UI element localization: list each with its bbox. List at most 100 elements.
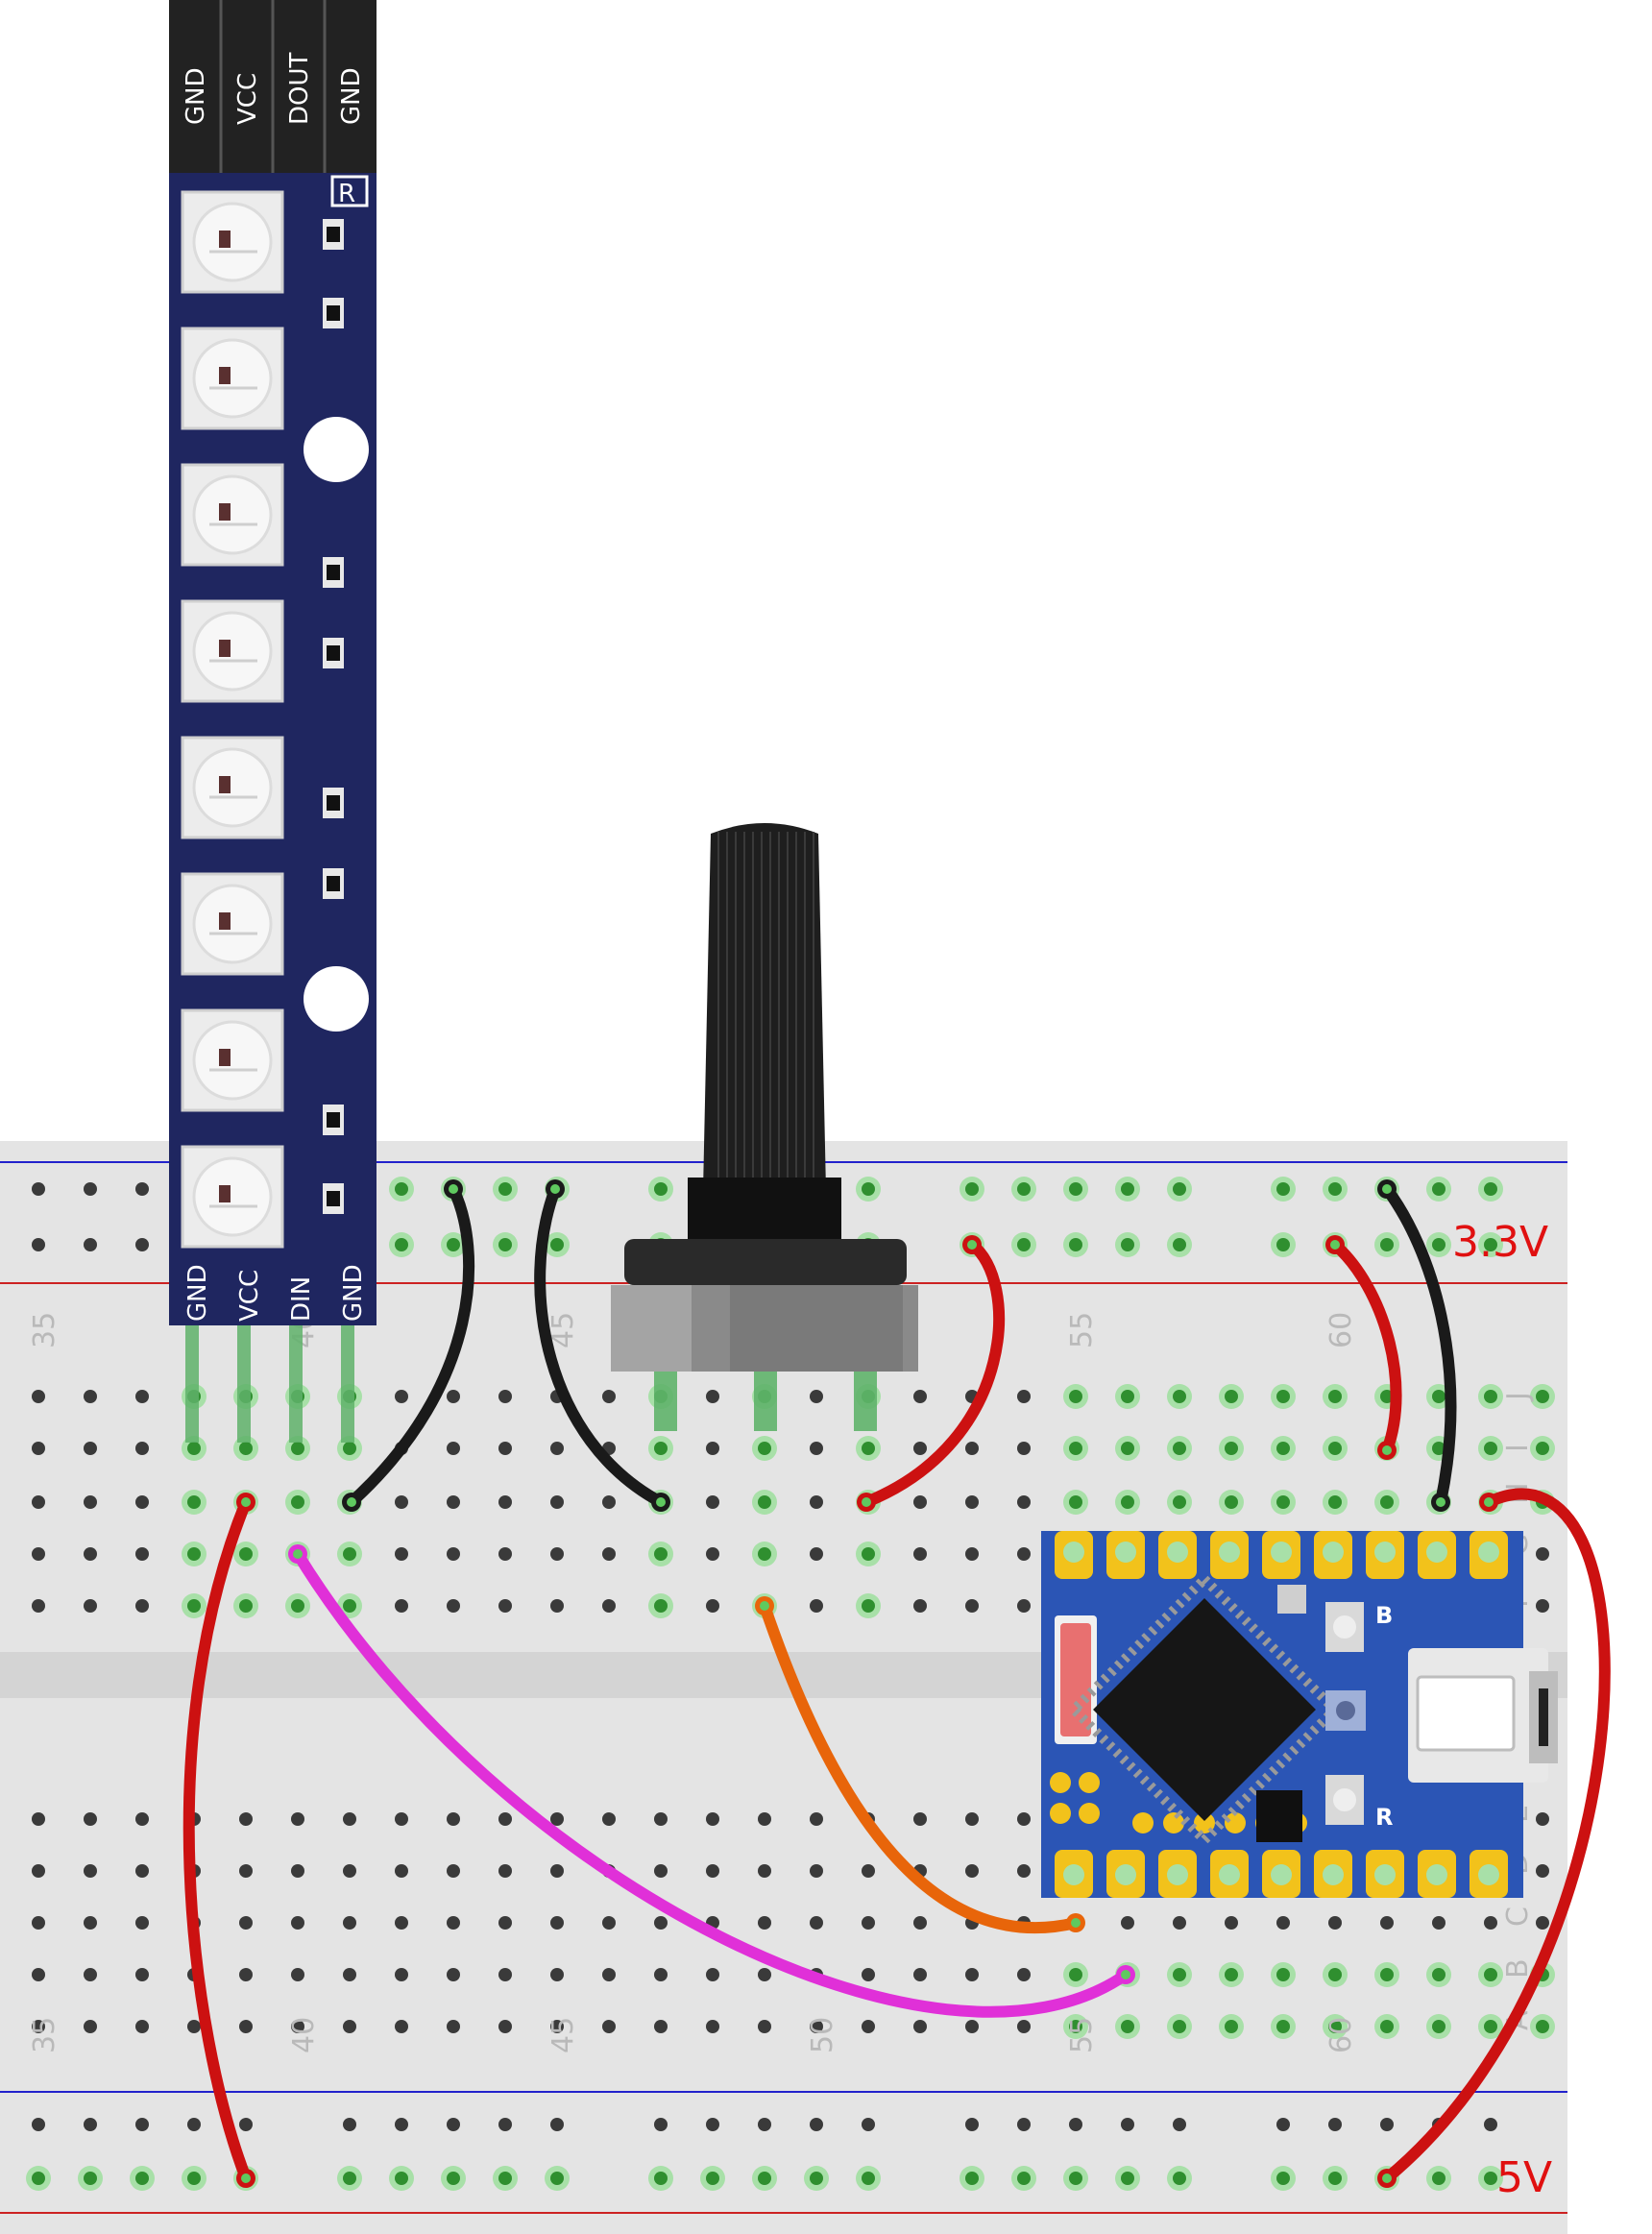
mcu-chip-leads <box>1067 1572 1342 1847</box>
breadboard-hole <box>32 1390 45 1403</box>
led-die <box>219 367 231 384</box>
rail-hole <box>135 1182 149 1196</box>
breadboard-hole <box>498 1495 512 1509</box>
breadboard-hole <box>862 2020 875 2033</box>
breadboard-hole <box>187 1599 201 1613</box>
mcu-pad-hole <box>1219 1542 1240 1563</box>
breadboard-hole <box>1536 1812 1549 1826</box>
breadboard-hole <box>862 1599 875 1613</box>
breadboard-hole <box>395 1916 408 1930</box>
breadboard-hole <box>395 1812 408 1826</box>
breadboard-hole <box>32 1599 45 1613</box>
breadboard-hole <box>965 2020 979 2033</box>
led-die <box>219 1185 231 1202</box>
rail-hole <box>84 1238 97 1251</box>
rail-hole <box>1017 2172 1031 2185</box>
rail-hole <box>32 2118 45 2131</box>
mcu-pad-hole <box>1478 1864 1499 1885</box>
rail-hole <box>1121 1238 1134 1251</box>
breadboard-hole <box>965 1495 979 1509</box>
breadboard-hole <box>135 1390 149 1403</box>
strip-pin <box>289 1325 303 1443</box>
breadboard-hole <box>1432 2020 1446 2033</box>
rail-hole <box>1484 1182 1497 1196</box>
breadboard-hole <box>447 2020 460 2033</box>
mcu-pad-hole <box>1323 1542 1344 1563</box>
rail-hole <box>1276 1238 1290 1251</box>
row-letter: B <box>1501 1958 1535 1979</box>
wire-end-contact <box>1382 1184 1392 1194</box>
rail-hole <box>395 1182 408 1196</box>
rail-hole <box>187 2118 201 2131</box>
breadboard-hole <box>706 1442 719 1455</box>
breadboard-hole <box>810 1864 823 1878</box>
breadboard-hole <box>913 2020 927 2033</box>
breadboard-hole <box>1380 2020 1394 2033</box>
breadboard-hole <box>862 1442 875 1455</box>
mounting-hole <box>304 966 369 1032</box>
breadboard-hole <box>758 1916 771 1930</box>
rail-hole <box>135 2118 149 2131</box>
breadboard-hole <box>706 1547 719 1561</box>
rail-hole <box>862 1182 875 1196</box>
breadboard-hole <box>550 1812 564 1826</box>
rail-hole <box>654 2172 668 2185</box>
rail-label-3v3: 3.3V <box>1452 1218 1548 1267</box>
reset-button-b-cap <box>1333 1615 1356 1639</box>
breadboard-hole <box>654 1599 668 1613</box>
breadboard-hole <box>1432 1916 1446 1930</box>
wire-end-contact <box>550 1184 560 1194</box>
strip-pin <box>185 1325 199 1443</box>
breadboard-hole <box>135 1442 149 1455</box>
rail-hole <box>1380 2118 1394 2131</box>
red-wire-mcu-5v <box>1381 1488 1611 2184</box>
breadboard-hole <box>32 1812 45 1826</box>
breadboard-hole <box>913 1547 927 1561</box>
rail-hole <box>1380 1238 1394 1251</box>
pot-pin <box>654 1372 677 1431</box>
breadboard-hole <box>1432 1442 1446 1455</box>
rail-hole <box>343 2118 356 2131</box>
breadboard-hole <box>706 1864 719 1878</box>
breadboard-hole <box>706 1390 719 1403</box>
breadboard-hole <box>187 1547 201 1561</box>
rail-hole <box>1276 2118 1290 2131</box>
breadboard-hole <box>1121 2020 1134 2033</box>
breadboard-hole <box>498 1864 512 1878</box>
black-wire-mcu-gnd <box>1381 1183 1457 1508</box>
wire-end-contact <box>1382 2173 1392 2183</box>
strip-pin <box>341 1325 354 1443</box>
led-lens <box>192 611 273 692</box>
rail-hole <box>810 2118 823 2131</box>
breadboard-hole <box>395 1599 408 1613</box>
breadboard-hole <box>1017 1547 1031 1561</box>
breadboard-hole <box>291 1495 304 1509</box>
input-pin-label: VCC <box>235 1270 264 1322</box>
breadboard-hole <box>1121 1495 1134 1509</box>
breadboard-hole <box>1017 1864 1031 1878</box>
rail-hole <box>498 2172 512 2185</box>
breadboard-hole <box>32 2020 45 2033</box>
breadboard-hole <box>291 1599 304 1613</box>
rail-hole <box>550 2118 564 2131</box>
rail-hole <box>1069 2172 1082 2185</box>
header-pin-label: GND <box>337 67 366 125</box>
wire-end-contact <box>1484 1497 1494 1507</box>
breadboard-hole <box>84 1599 97 1613</box>
breadboard-hole <box>1328 2020 1342 2033</box>
rail-hole <box>84 2172 97 2185</box>
rail-hole <box>654 2118 668 2131</box>
breadboard-hole <box>1017 1968 1031 1981</box>
breadboard-hole <box>84 1547 97 1561</box>
rail-hole <box>1432 1182 1446 1196</box>
breadboard-hole <box>1173 1495 1186 1509</box>
breadboard-hole <box>135 1495 149 1509</box>
breadboard-hole <box>550 1916 564 1930</box>
mcu-extra-pad <box>1050 1772 1071 1793</box>
rail-hole <box>1432 1238 1446 1251</box>
breadboard-hole <box>1536 1442 1549 1455</box>
breadboard-hole <box>32 1968 45 1981</box>
breadboard-hole <box>602 1495 616 1509</box>
breadboard-hole <box>395 1968 408 1981</box>
breadboard-hole <box>84 1495 97 1509</box>
